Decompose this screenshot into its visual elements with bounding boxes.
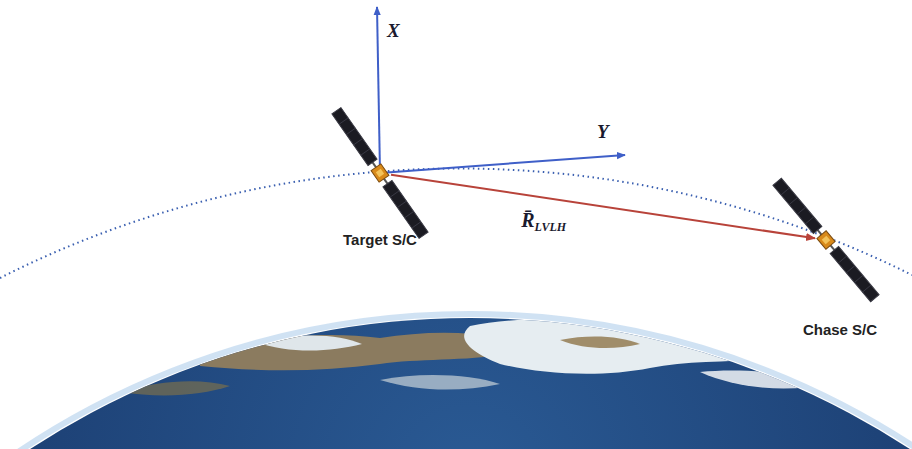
panel-cell: [412, 222, 421, 228]
panel-cell: [838, 256, 846, 263]
panel-cell: [397, 201, 406, 207]
earth: [0, 318, 912, 449]
satellite-body: [773, 178, 880, 302]
solar-panel: [773, 178, 822, 233]
vector-label: R̄LVLH: [519, 209, 568, 235]
satellite-bus: [371, 164, 389, 182]
panel-cell: [846, 266, 854, 273]
spacecraft-label: Target S/C: [343, 231, 417, 248]
panel-cell: [346, 128, 355, 134]
panel-cell: [863, 285, 871, 292]
atmosphere: [0, 314, 912, 449]
x-axis: [377, 7, 380, 173]
satellite-node: Target S/C: [369, 162, 391, 184]
panel-cell: [390, 191, 399, 197]
panel-cell: [354, 139, 363, 145]
panel-cell: [805, 217, 813, 224]
satellite-detail: [376, 169, 384, 177]
spacecraft-label: Chase S/C: [803, 321, 877, 338]
panel-cell: [339, 118, 348, 124]
relative-position-arrow: [391, 175, 815, 239]
solar-panel: [383, 180, 428, 238]
satellite-bus: [817, 231, 835, 249]
satellite-icon: [736, 150, 912, 330]
axis-label: Y: [597, 121, 609, 143]
orbit-path: [0, 168, 912, 278]
axis-label: X: [387, 20, 400, 42]
panel-cell: [361, 149, 370, 155]
satellite-node: Chase S/C: [815, 229, 837, 251]
satellite-body: [331, 107, 428, 238]
land: [120, 318, 830, 395]
satellite-detail: [822, 236, 830, 244]
panel-cell: [797, 207, 805, 214]
panel-cell: [781, 188, 789, 195]
y-axis: [380, 155, 625, 173]
solar-panel: [830, 246, 879, 301]
panel-cell: [405, 211, 414, 217]
solar-panel: [332, 108, 377, 166]
panel-cell: [854, 275, 862, 282]
panel-cell: [789, 198, 797, 205]
